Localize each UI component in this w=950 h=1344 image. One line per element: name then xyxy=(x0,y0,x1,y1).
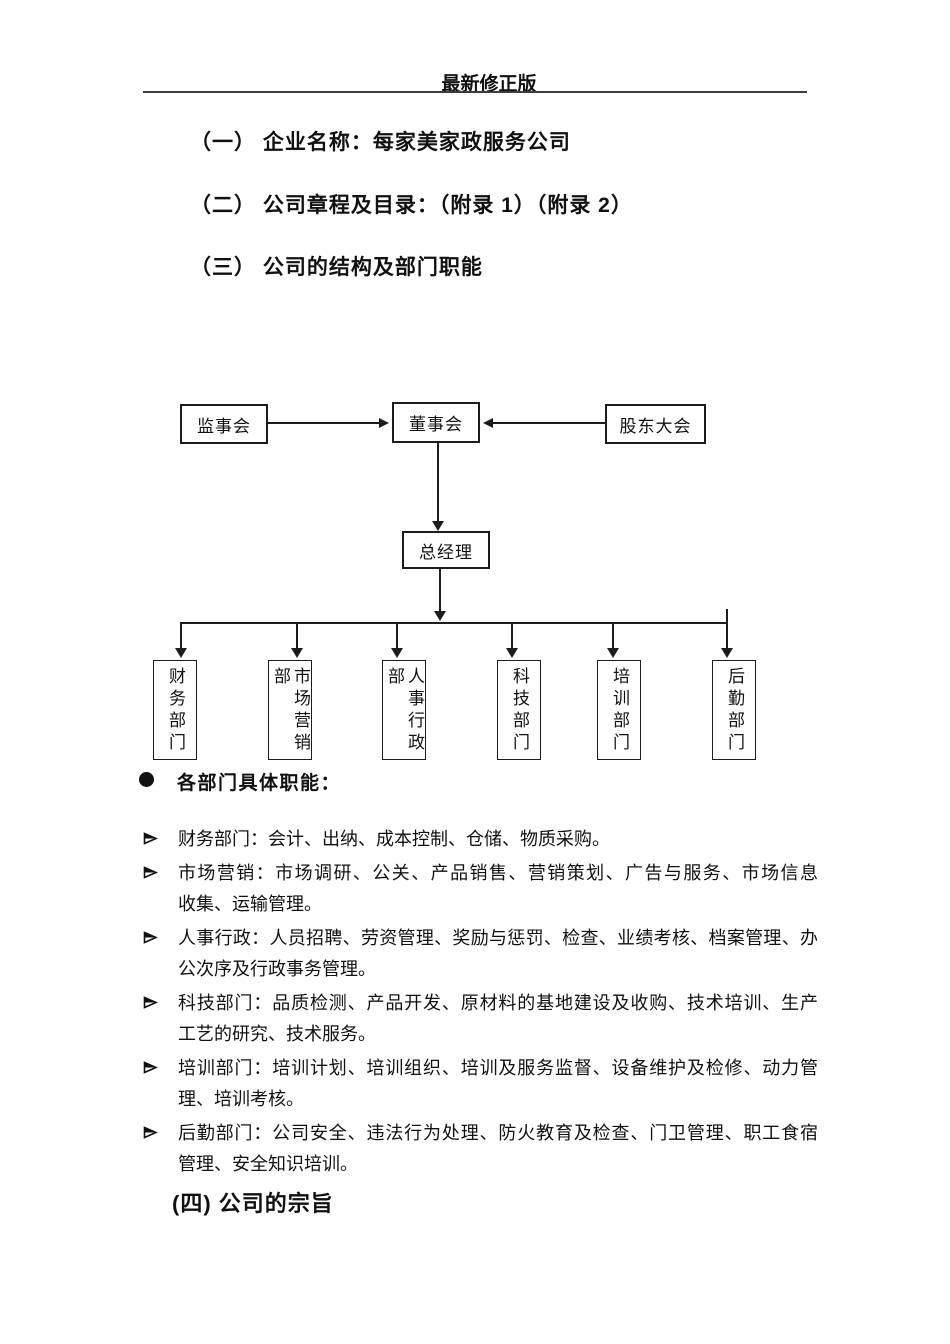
arrowhead-down-icon xyxy=(175,648,187,658)
arrow-bullet-icon xyxy=(143,832,158,845)
heading-company-name: （一） 企业名称：每家美家政服务公司 xyxy=(190,131,571,154)
list-item-marketing: 市场营销：市场调研、公关、产品销售、营销策划、广告与服务、市场信息 收集、运输管… xyxy=(143,858,819,920)
orgchart-box-shareholders-meeting: 股东大会 xyxy=(605,404,706,444)
arrow-bullet-icon xyxy=(143,1061,158,1074)
list-item-technology: 科技部门：品质检测、产品开发、原材料的基地建设及收购、技术培训、生产 工艺的研究… xyxy=(143,988,819,1050)
orgchart-box-label: 董事会 xyxy=(409,415,463,434)
orgchart-box-label: 人事行政 部 xyxy=(385,667,424,755)
orgchart-box-label: 财务部门 xyxy=(166,667,185,755)
connector-shareholders-to-board xyxy=(492,422,605,424)
header-divider xyxy=(143,91,807,93)
orgchart-box-label: 总经理 xyxy=(419,542,473,562)
orgchart-box-logistics-dept: 后勤部门 xyxy=(712,660,756,760)
arrowhead-right-icon xyxy=(379,417,389,428)
orgchart-box-supervisory-board: 监事会 xyxy=(180,404,268,444)
list-item-logistics: 后勤部门：公司安全、违法行为处理、防火教育及检查、门卫管理、职工食宿 管理、安全… xyxy=(143,1118,819,1180)
connector-supervisory-to-board xyxy=(268,422,380,424)
arrow-bullet-icon xyxy=(143,996,158,1009)
list-item-text: 人事行政：人员招聘、劳资管理、奖励与惩罚、检查、业绩考核、档案管理、办 xyxy=(178,928,818,948)
connector-drop-hr xyxy=(396,624,398,648)
orgchart-box-general-manager: 总经理 xyxy=(402,531,490,569)
connector-board-to-gm xyxy=(437,443,439,521)
orgchart-box-marketing-dept: 市场营销 部 xyxy=(268,660,312,760)
orgchart-box-label: 后勤部门 xyxy=(725,667,744,755)
connector-drop-logistics xyxy=(726,609,728,648)
connector-gm-to-departments xyxy=(439,569,441,611)
section-heading-department-functions: 各部门具体职能： xyxy=(177,773,342,794)
heading-structure: （三） 公司的结构及部门职能 xyxy=(190,256,483,279)
arrowhead-down-icon xyxy=(434,611,446,621)
orgchart-box-finance-dept: 财务部门 xyxy=(153,660,197,760)
orgchart-box-label: 监事会 xyxy=(197,416,251,436)
list-item-finance: 财务部门：会计、出纳、成本控制、仓储、物质采购。 xyxy=(143,824,819,855)
connector-drop-finance xyxy=(180,624,182,648)
heading-charter: （二） 公司章程及目录：（附录 1）（附录 2） xyxy=(190,194,633,217)
orgchart-box-label: 科技部门 xyxy=(510,667,529,755)
orgchart-box-technology-dept: 科技部门 xyxy=(497,660,541,760)
list-item-hr-admin: 人事行政：人员招聘、劳资管理、奖励与惩罚、检查、业绩考核、档案管理、办 公次序及… xyxy=(143,923,819,985)
distribution-line xyxy=(180,622,728,624)
orgchart-box-training-dept: 培训部门 xyxy=(597,660,641,760)
list-item-text: 培训部门：培训计划、培训组织、培训及服务监督、设备维护及检修、动力管 xyxy=(178,1058,818,1078)
arrowhead-down-icon xyxy=(721,648,733,658)
orgchart-box-hr-admin-dept: 人事行政 部 xyxy=(382,660,426,760)
connector-drop-training xyxy=(612,624,614,648)
arrow-bullet-icon xyxy=(143,866,158,879)
list-item-text: 市场营销：市场调研、公关、产品销售、营销策划、广告与服务、市场信息 xyxy=(178,863,818,883)
orgchart-box-board-of-directors: 董事会 xyxy=(392,402,480,443)
list-item-text: 公次序及行政事务管理。 xyxy=(178,959,376,979)
heading-company-purpose: (四) 公司的宗旨 xyxy=(172,1191,334,1216)
list-item-text: 工艺的研究、技术服务。 xyxy=(178,1024,376,1044)
page-title: 最新修正版 xyxy=(441,74,537,95)
connector-drop-technology xyxy=(511,624,513,648)
arrowhead-down-icon xyxy=(391,648,403,658)
list-item-text: 收集、运输管理。 xyxy=(178,894,322,914)
list-item-text: 理、培训考核。 xyxy=(178,1089,304,1109)
arrow-bullet-icon xyxy=(143,931,158,944)
orgchart-box-label: 培训部门 xyxy=(610,667,629,755)
orgchart-box-label: 市场营销 部 xyxy=(271,667,310,755)
list-item-text: 管理、安全知识培训。 xyxy=(178,1154,358,1174)
arrow-bullet-icon xyxy=(143,1126,158,1139)
list-item-text: 后勤部门：公司安全、违法行为处理、防火教育及检查、门卫管理、职工食宿 xyxy=(178,1123,818,1143)
arrowhead-down-icon xyxy=(607,648,619,658)
connector-drop-marketing xyxy=(296,624,298,648)
arrowhead-down-icon xyxy=(506,648,518,658)
arrowhead-down-icon xyxy=(432,521,444,531)
arrowhead-down-icon xyxy=(291,648,303,658)
list-item-text: 科技部门：品质检测、产品开发、原材料的基地建设及收购、技术培训、生产 xyxy=(178,993,818,1013)
list-item-text: 财务部门：会计、出纳、成本控制、仓储、物质采购。 xyxy=(178,829,610,849)
arrowhead-left-icon xyxy=(483,417,493,428)
circle-bullet-icon xyxy=(139,772,154,787)
department-functions-list: 财务部门：会计、出纳、成本控制、仓储、物质采购。 市场营销：市场调研、公关、产品… xyxy=(143,824,819,1183)
orgchart-box-label: 股东大会 xyxy=(619,416,692,436)
list-item-training: 培训部门：培训计划、培训组织、培训及服务监督、设备维护及检修、动力管 理、培训考… xyxy=(143,1053,819,1115)
